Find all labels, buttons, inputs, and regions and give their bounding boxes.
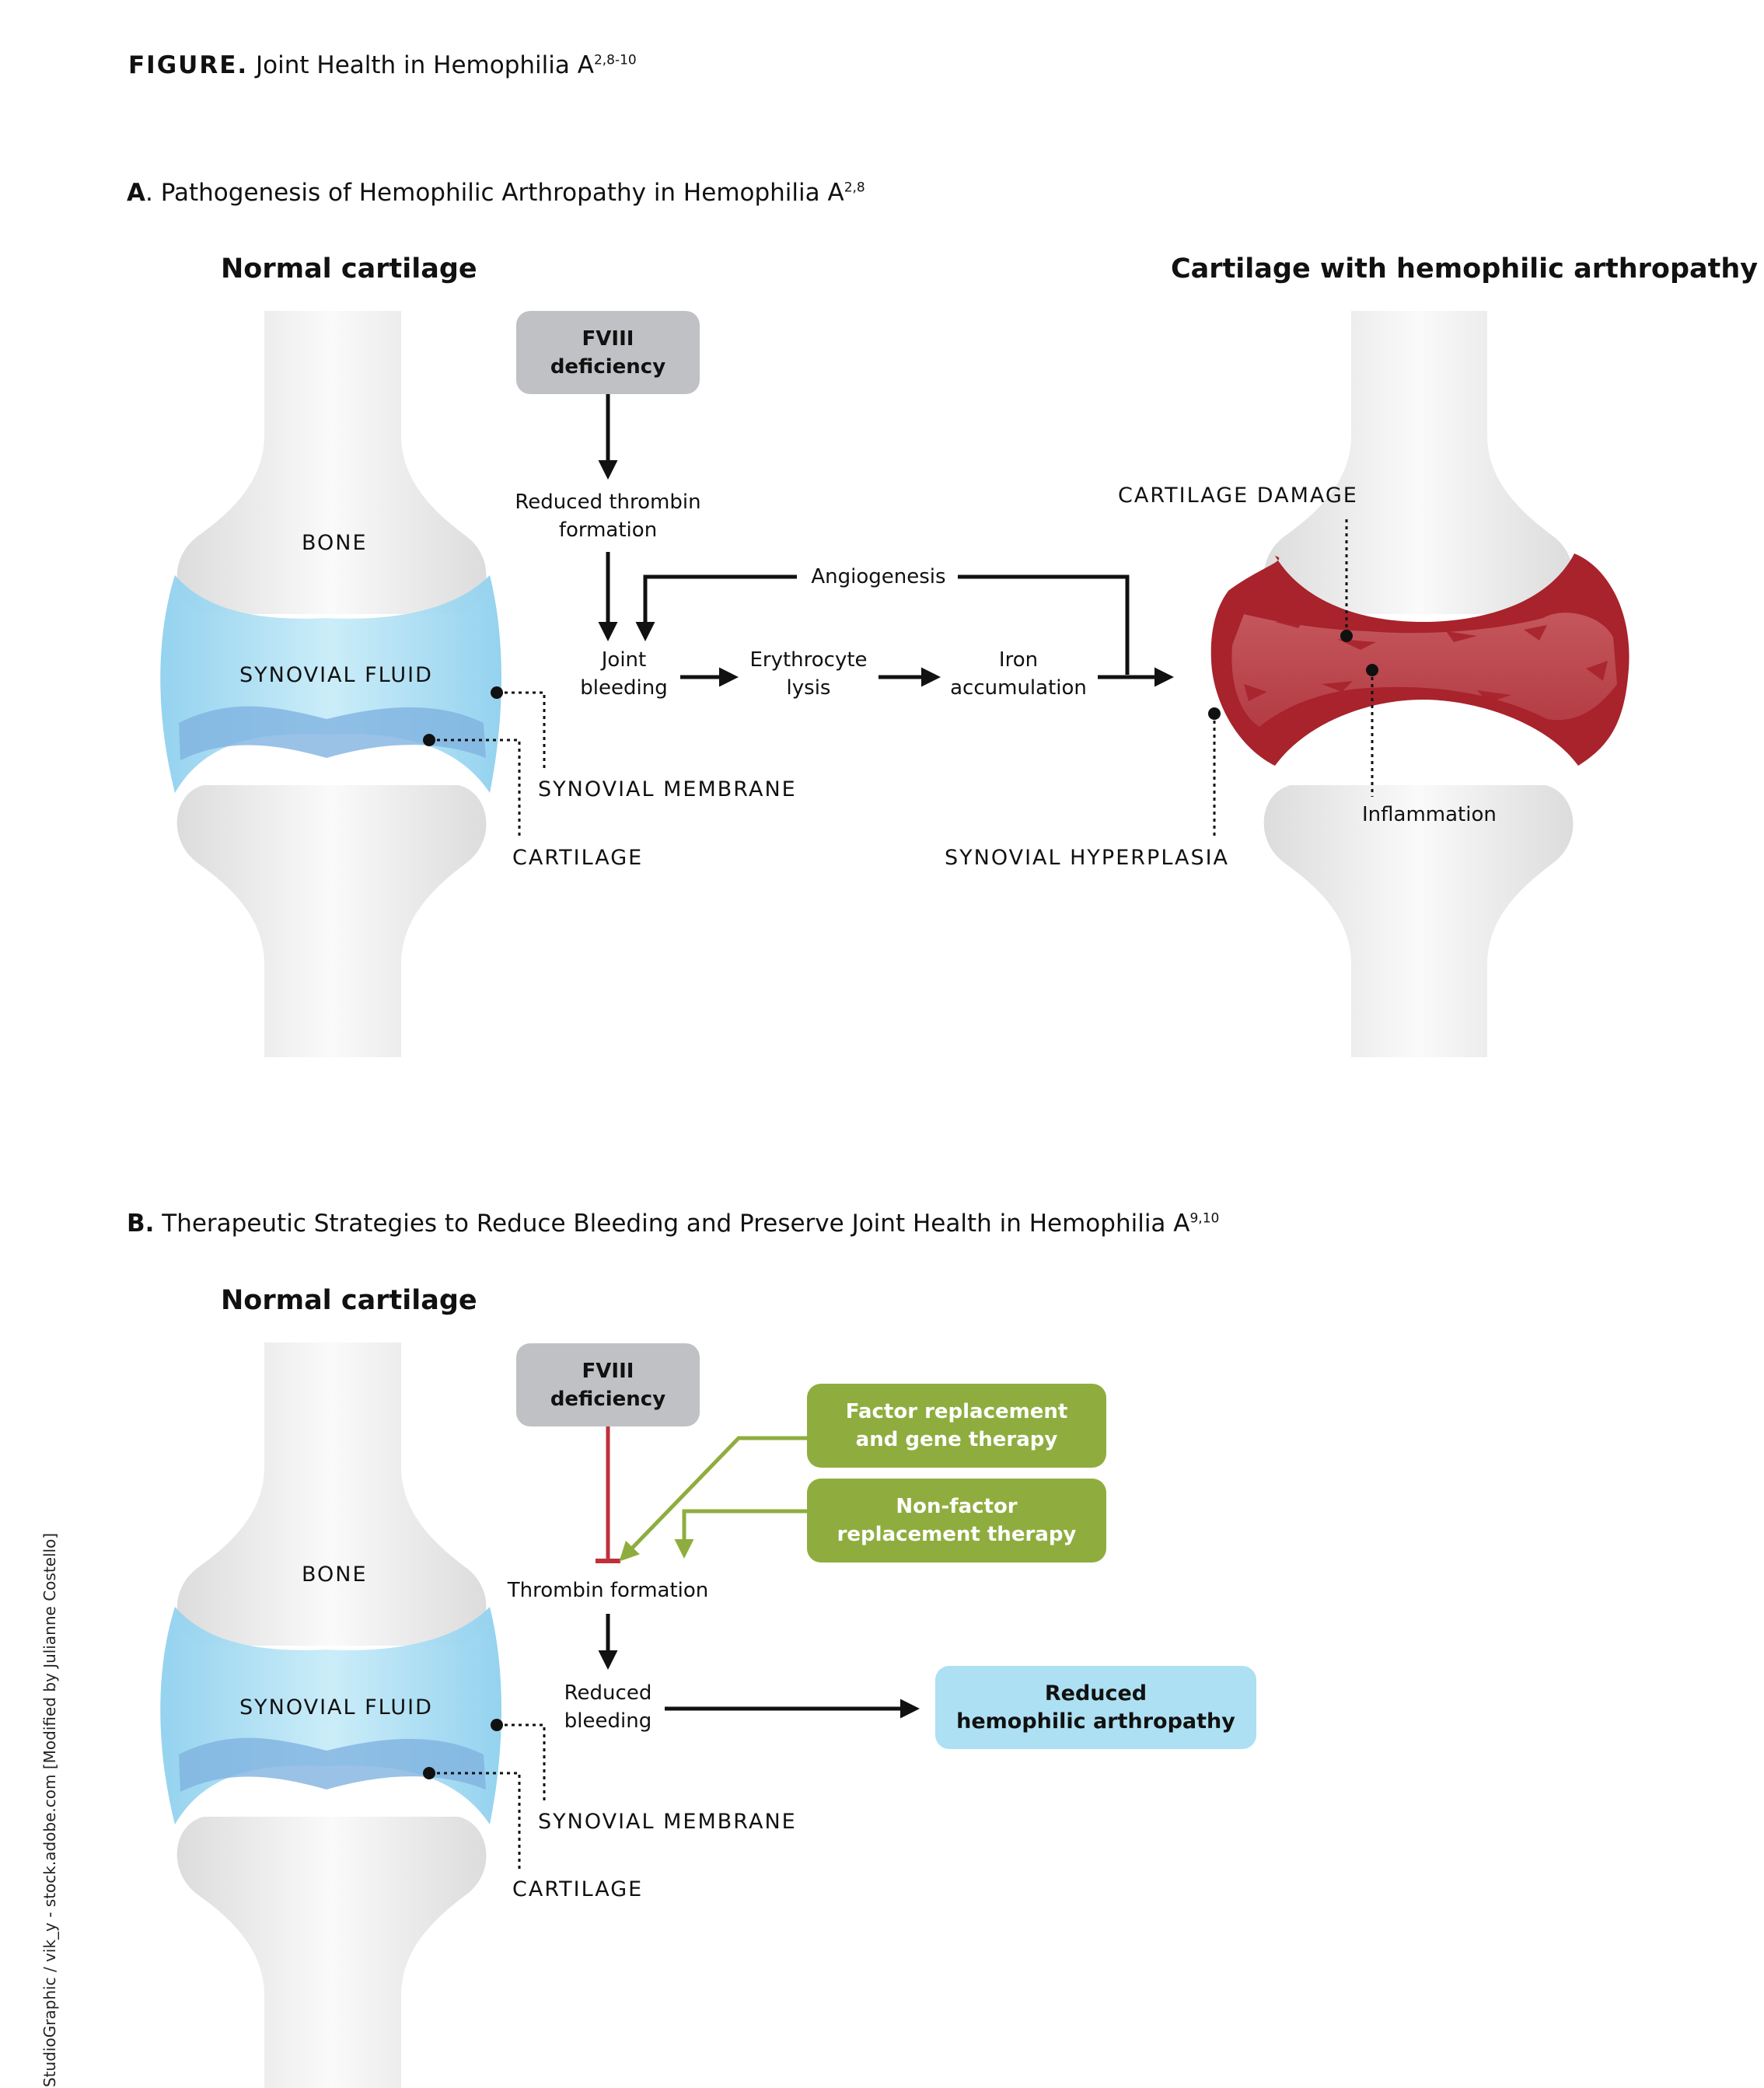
pathogenesis-arrows: [598, 394, 1174, 687]
joint-bleeding-line-1: Joint: [601, 648, 647, 672]
synovial-membrane-label-a: SYNOVIAL MEMBRANE: [538, 777, 797, 801]
fviii-line-1: FVIII: [582, 326, 634, 351]
reduced-bleeding-line-2: bleeding: [564, 1709, 652, 1733]
section-b-title: B. Therapeutic Strategies to Reduce Blee…: [127, 1210, 1219, 1238]
therapy-arrows: [596, 1426, 920, 1719]
section-a-title: A. Pathogenesis of Hemophilic Arthropath…: [127, 179, 865, 207]
reduced-bleeding-step: Reduced bleeding: [538, 1679, 678, 1735]
fviii-b-line-1: FVIII: [582, 1359, 634, 1383]
synovial-hyperplasia-label: SYNOVIAL HYPERPLASIA: [945, 846, 1230, 870]
section-a-title-text: . Pathogenesis of Hemophilic Arthropathy…: [145, 179, 844, 207]
iron-accumulation-line-1: Iron: [998, 648, 1039, 672]
section-a-letter: A: [127, 179, 145, 207]
cartilage-damage-label: CARTILAGE DAMAGE: [1118, 484, 1358, 508]
thrombin-formation-label: Thrombin formation: [507, 1579, 709, 1602]
factor-replacement-box: Factor replacement and gene therapy: [807, 1384, 1106, 1468]
leader-lines-a: [430, 519, 1374, 840]
synovial-membrane-label-b: SYNOVIAL MEMBRANE: [538, 1810, 797, 1834]
section-b-title-text: Therapeutic Strategies to Reduce Bleedin…: [154, 1210, 1190, 1238]
synovial-fluid-label-b: SYNOVIAL FLUID: [239, 1695, 433, 1720]
reduced-bleeding-line-1: Reduced: [564, 1681, 652, 1705]
inflammation-label: Inflammation: [1362, 803, 1497, 826]
reduced-thrombin-line-1: Reduced thrombin: [515, 491, 701, 514]
figure-refs: 2,8-10: [593, 52, 637, 68]
section-b-letter: B.: [127, 1210, 155, 1238]
leader-dots-a: [423, 630, 1378, 746]
synovial-fluid-label-a: SYNOVIAL FLUID: [239, 663, 433, 687]
reduced-thrombin-formation: Reduced thrombin formation: [499, 488, 717, 544]
normal-cartilage-heading-a: Normal cartilage: [221, 253, 477, 285]
leader-lines-b: [430, 1723, 546, 1870]
iron-accumulation-step: Iron accumulation: [941, 646, 1096, 702]
iron-accumulation-line-2: accumulation: [950, 676, 1087, 700]
image-credit: StudioGraphic / vik_y - stock.adobe.com …: [40, 1532, 59, 2087]
erythrocyte-lysis-line-1: Erythrocyte: [749, 648, 868, 672]
nonfactor-line-1: Non-factor: [896, 1495, 1018, 1518]
factor-replacement-line-1: Factor replacement: [845, 1400, 1068, 1423]
joint-bleeding-step: Joint bleeding: [552, 646, 696, 702]
cartilage-label-b: CARTILAGE: [512, 1877, 644, 1901]
damaged-cartilage-heading: Cartilage with hemophilic arthropathy: [1171, 253, 1759, 285]
fviii-deficiency-box-b: FVIII deficiency: [516, 1343, 700, 1426]
cartilage-label-a: CARTILAGE: [512, 846, 644, 870]
fviii-line-2: deficiency: [550, 354, 666, 379]
section-b-refs: 9,10: [1189, 1210, 1220, 1227]
nonfactor-line-2: replacement therapy: [837, 1523, 1077, 1546]
figure-label: FIGURE.: [128, 51, 249, 79]
bone-label-b: BONE: [302, 1563, 368, 1587]
erythrocyte-lysis-line-2: lysis: [786, 676, 831, 700]
joint-bleeding-line-2: bleeding: [580, 676, 668, 700]
leader-dots-b: [423, 1719, 503, 1779]
reduced-arthropathy-outcome-box: Reduced hemophilic arthropathy: [935, 1666, 1256, 1749]
angiogenesis-label: Angiogenesis: [811, 565, 946, 588]
section-a-refs: 2,8: [844, 180, 865, 196]
outcome-line-1: Reduced: [1044, 1681, 1147, 1706]
damaged-joint-illustration: [1210, 311, 1630, 1057]
fviii-b-line-2: deficiency: [550, 1387, 666, 1411]
normal-joint-illustration-a: [160, 311, 501, 1057]
figure-title-text: Joint Health in Hemophilia A: [256, 51, 594, 79]
normal-joint-illustration-b: [160, 1343, 501, 2088]
figure-title: FIGURE. Joint Health in Hemophilia A2,8-…: [128, 51, 637, 79]
bone-label-a: BONE: [302, 531, 368, 555]
fviii-deficiency-box-a: FVIII deficiency: [516, 311, 700, 394]
nonfactor-therapy-box: Non-factor replacement therapy: [807, 1479, 1106, 1563]
outcome-line-2: hemophilic arthropathy: [956, 1709, 1235, 1734]
normal-cartilage-heading-b: Normal cartilage: [221, 1285, 477, 1316]
reduced-thrombin-line-2: formation: [558, 519, 658, 542]
erythrocyte-lysis-step: Erythrocyte lysis: [739, 646, 879, 702]
factor-replacement-line-2: and gene therapy: [855, 1428, 1058, 1451]
